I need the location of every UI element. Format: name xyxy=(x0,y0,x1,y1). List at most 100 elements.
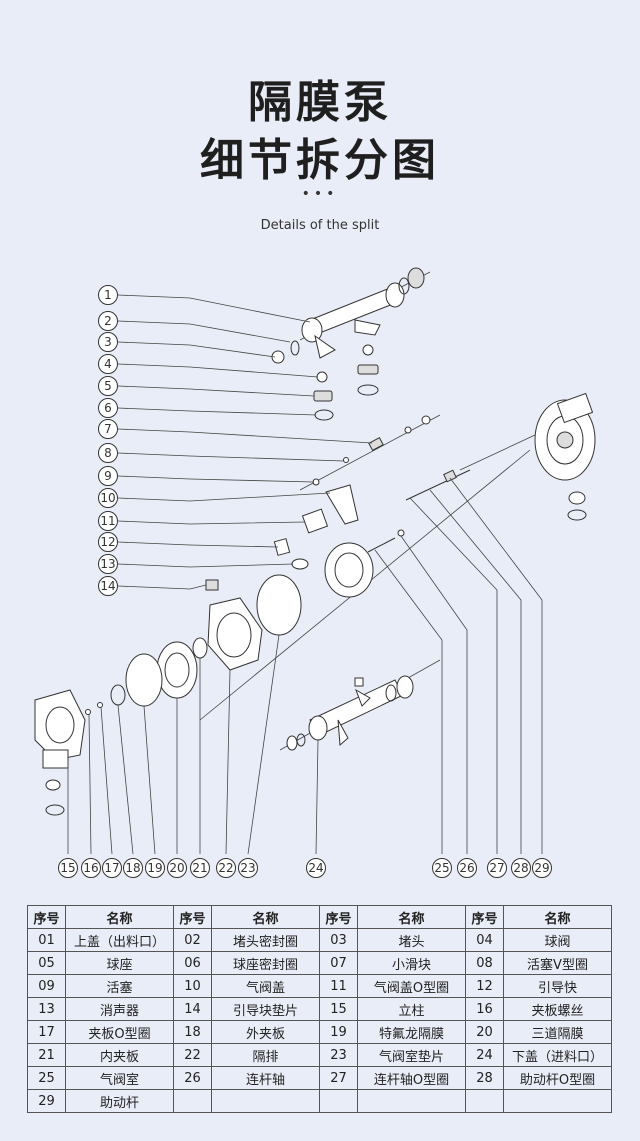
callout: 16 xyxy=(81,858,101,878)
callout-circle xyxy=(190,858,210,878)
part-number-cell: 19 xyxy=(319,1020,358,1044)
header-name: 名称 xyxy=(211,905,320,929)
part-name-cell xyxy=(503,1089,612,1113)
callout-circle xyxy=(102,858,122,878)
page-title-line1: 隔膜泵 xyxy=(248,77,392,128)
part-name-cell: 气阀室垫片 xyxy=(357,1043,466,1067)
callout-circle xyxy=(145,858,165,878)
diaphragm-part xyxy=(156,641,198,699)
callout-circle xyxy=(98,511,118,531)
callout: 17 xyxy=(102,858,122,878)
callout-number: 11 xyxy=(100,514,115,528)
part-name-cell: 立柱 xyxy=(357,997,466,1021)
part-name-cell: 夹板螺丝 xyxy=(503,997,612,1021)
part-name-cell: 堵头 xyxy=(357,928,466,952)
callout-number: 15 xyxy=(60,861,75,875)
part-name-cell xyxy=(357,1089,466,1113)
part-number-cell: 04 xyxy=(465,928,504,952)
part-name-cell: 助动杆 xyxy=(65,1089,174,1113)
part-name-cell: 消声器 xyxy=(65,997,174,1021)
callout: 3 xyxy=(98,332,118,352)
part-name-cell: 外夹板 xyxy=(211,1020,320,1044)
part-name-cell: 助动杆O型圈 xyxy=(503,1066,612,1090)
header-name: 名称 xyxy=(503,905,612,929)
callout-number: 8 xyxy=(104,446,112,460)
page-title-line2: 细节拆分图 xyxy=(200,135,440,186)
seat-seal-part xyxy=(314,409,334,421)
part-name-cell: 下盖（进料口） xyxy=(503,1043,612,1067)
part-number-cell: 08 xyxy=(465,951,504,975)
part-number-cell: 29 xyxy=(27,1089,66,1113)
callout-circle xyxy=(98,443,118,463)
part-number-cell xyxy=(465,1089,504,1113)
part-name-cell: 隔排 xyxy=(211,1043,320,1067)
callout-circle xyxy=(98,466,118,486)
part-number-cell xyxy=(319,1089,358,1113)
callout-number: 1 xyxy=(104,288,112,302)
part-number-cell: 27 xyxy=(319,1066,358,1090)
part-number-cell: 06 xyxy=(173,951,212,975)
air-valve-cap-part xyxy=(325,484,359,525)
callout-number: 20 xyxy=(169,861,184,875)
part-number-cell: 02 xyxy=(173,928,212,952)
part-name-cell: 上盖（出料口） xyxy=(65,928,174,952)
callout: 9 xyxy=(98,466,118,486)
part-number-cell: 20 xyxy=(465,1020,504,1044)
callout-circle xyxy=(81,858,101,878)
callout: 19 xyxy=(145,858,165,878)
callout-number: 7 xyxy=(104,422,112,436)
part-name-cell: 连杆轴O型圈 xyxy=(357,1066,466,1090)
callout-number: 2 xyxy=(104,314,112,328)
callout: 4 xyxy=(98,354,118,374)
part-number-cell: 16 xyxy=(465,997,504,1021)
part-number-cell: 23 xyxy=(319,1043,358,1067)
part-number-cell: 12 xyxy=(465,974,504,998)
callout-number: 28 xyxy=(513,861,528,875)
callout: 12 xyxy=(98,532,118,552)
callout-number: 13 xyxy=(100,557,115,571)
callout: 23 xyxy=(238,858,258,878)
callout: 1 xyxy=(98,285,118,305)
callout-number: 4 xyxy=(104,357,112,371)
callout: 26 xyxy=(457,858,477,878)
part-name-cell: 连杆轴 xyxy=(211,1066,320,1090)
callout-number: 21 xyxy=(192,861,207,875)
part-name-cell: 引导块垫片 xyxy=(211,997,320,1021)
part-number-cell: 17 xyxy=(27,1020,66,1044)
callout-number: 29 xyxy=(534,861,549,875)
part-name-cell: 三道隔膜 xyxy=(503,1020,612,1044)
right-cover-part xyxy=(459,392,596,521)
part-number-cell: 03 xyxy=(319,928,358,952)
callout: 29 xyxy=(532,858,552,878)
ball-seat-part xyxy=(313,390,333,402)
callout-number: 27 xyxy=(489,861,504,875)
callout-circle xyxy=(238,858,258,878)
part-number-cell: 28 xyxy=(465,1066,504,1090)
part-number-cell: 25 xyxy=(27,1066,66,1090)
part-name-cell: 球座密封圈 xyxy=(211,951,320,975)
callout-number: 3 xyxy=(104,335,112,349)
callout-number: 24 xyxy=(308,861,323,875)
callout-circle xyxy=(98,554,118,574)
part-number-cell: 24 xyxy=(465,1043,504,1067)
part-number-cell: 05 xyxy=(27,951,66,975)
callout-circle xyxy=(98,354,118,374)
parts-drawing xyxy=(34,267,596,816)
part-number-cell: 18 xyxy=(173,1020,212,1044)
callout: 6 xyxy=(98,398,118,418)
callout-circle xyxy=(487,858,507,878)
callout-circle xyxy=(216,858,236,878)
decorative-dots: ••• xyxy=(301,186,339,202)
part-number-cell: 10 xyxy=(173,974,212,998)
part-number-cell: 01 xyxy=(27,928,66,952)
callout: 8 xyxy=(98,443,118,463)
part-number-cell: 07 xyxy=(319,951,358,975)
callout-circle xyxy=(98,285,118,305)
